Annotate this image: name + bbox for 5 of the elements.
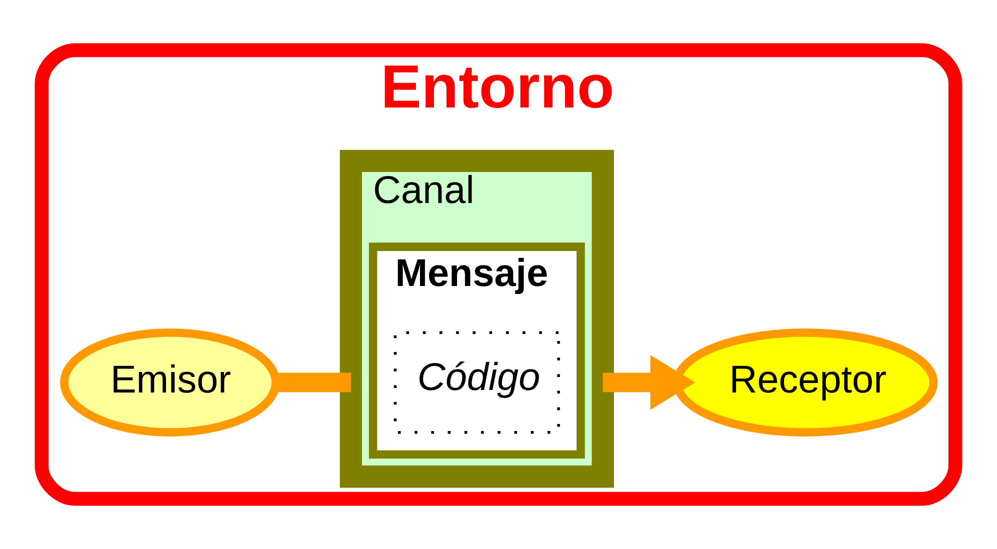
node-box: Código bbox=[394, 331, 560, 434]
connector bbox=[276, 372, 351, 392]
arrow bbox=[602, 354, 696, 410]
node-ellipse: Receptor bbox=[673, 328, 938, 436]
node-ellipse: Emisor bbox=[60, 328, 280, 436]
